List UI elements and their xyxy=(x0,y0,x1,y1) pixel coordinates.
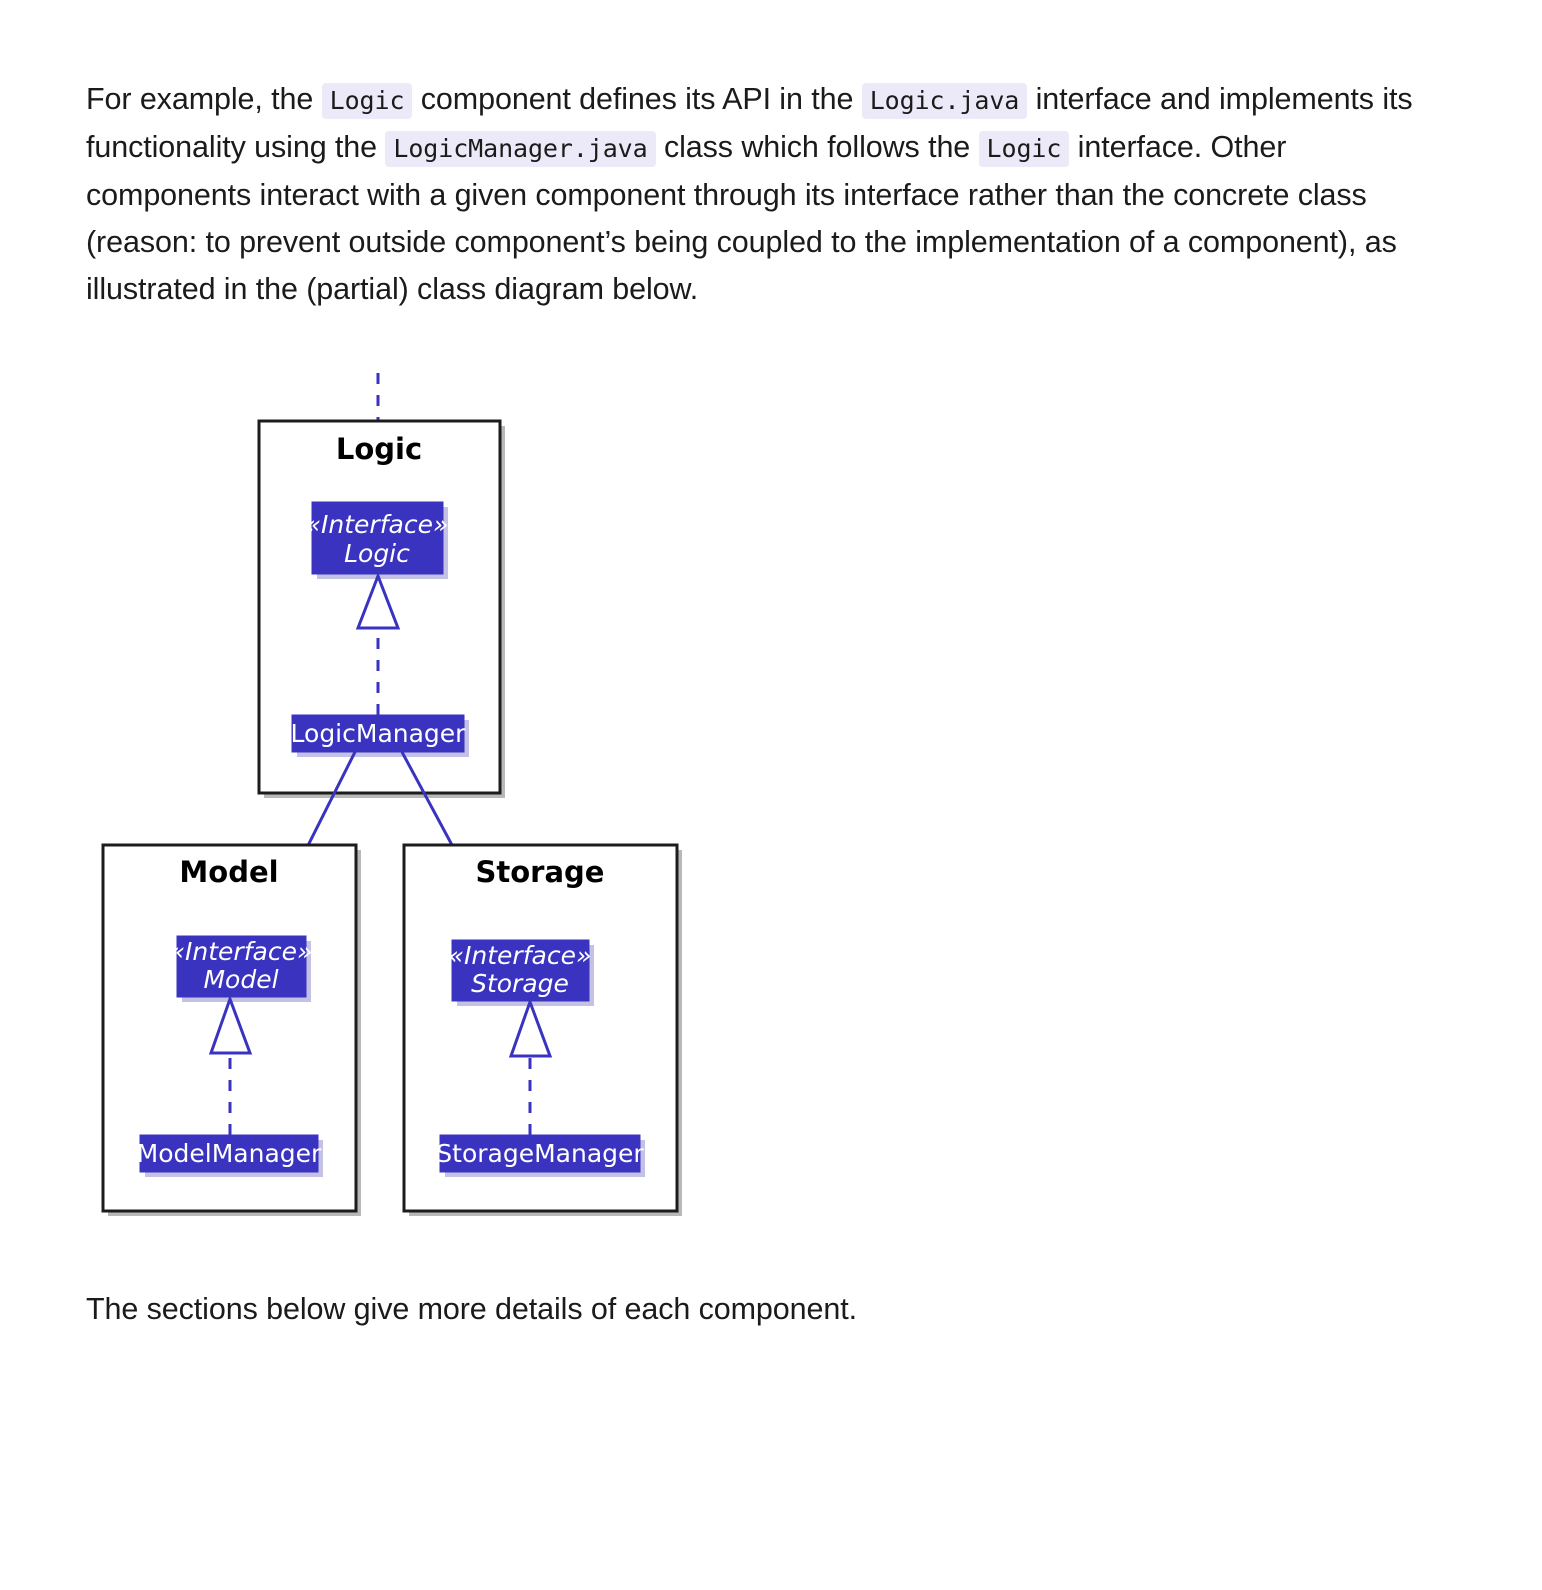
edge-logicmanager-realizes-logic xyxy=(355,571,401,715)
node-storage-interface-stereotype: «Interface» xyxy=(449,941,592,970)
package-logic-title: Logic xyxy=(336,432,422,466)
intro-paragraph: For example, the Logic component defines… xyxy=(86,76,1458,313)
node-storage-interface-name: Storage xyxy=(471,969,569,998)
intro-text-2: component defines its API in the xyxy=(412,81,862,116)
closing-paragraph: The sections below give more details of … xyxy=(86,1291,857,1326)
node-model-manager-name: ModelManager xyxy=(137,1139,322,1168)
node-logic-interface-stereotype: «Interface» xyxy=(306,510,449,539)
inline-code-logic: Logic xyxy=(321,82,413,119)
node-storage-manager: StorageManager xyxy=(436,1134,645,1177)
class-diagram: Logic «Interface» Logic LogicManager Mod… xyxy=(0,340,1542,1240)
node-model-interface-name: Model xyxy=(203,965,278,994)
node-logic-interface-name: Logic xyxy=(344,539,410,568)
node-logic-interface: «Interface» Logic xyxy=(306,501,449,579)
node-model-interface-stereotype: «Interface» xyxy=(170,937,313,966)
node-logic-manager: LogicManager xyxy=(291,714,469,757)
node-model-manager: ModelManager xyxy=(137,1134,323,1177)
package-storage-title: Storage xyxy=(476,855,605,889)
edge-modelmanager-realizes-model xyxy=(208,994,253,1135)
node-logic-manager-name: LogicManager xyxy=(291,719,467,748)
intro-text-3: interface and implements its functionali… xyxy=(86,81,1413,164)
intro-text-5: interface. Other components interact wit… xyxy=(86,129,1397,306)
inline-code-logicmanager-java: LogicManager.java xyxy=(385,130,656,167)
node-storage-interface: «Interface» Storage xyxy=(449,939,594,1006)
edge-storagemanager-realizes-storage xyxy=(508,997,553,1135)
node-model-interface: «Interface» Model xyxy=(170,935,313,1002)
intro-text-4: class which follows the xyxy=(655,129,979,164)
node-storage-manager-name: StorageManager xyxy=(436,1139,644,1168)
inline-code-logic-java: Logic.java xyxy=(861,82,1028,119)
package-model-title: Model xyxy=(179,855,278,889)
intro-text-1: For example, the xyxy=(86,81,322,116)
inline-code-logic-2: Logic xyxy=(978,130,1070,167)
